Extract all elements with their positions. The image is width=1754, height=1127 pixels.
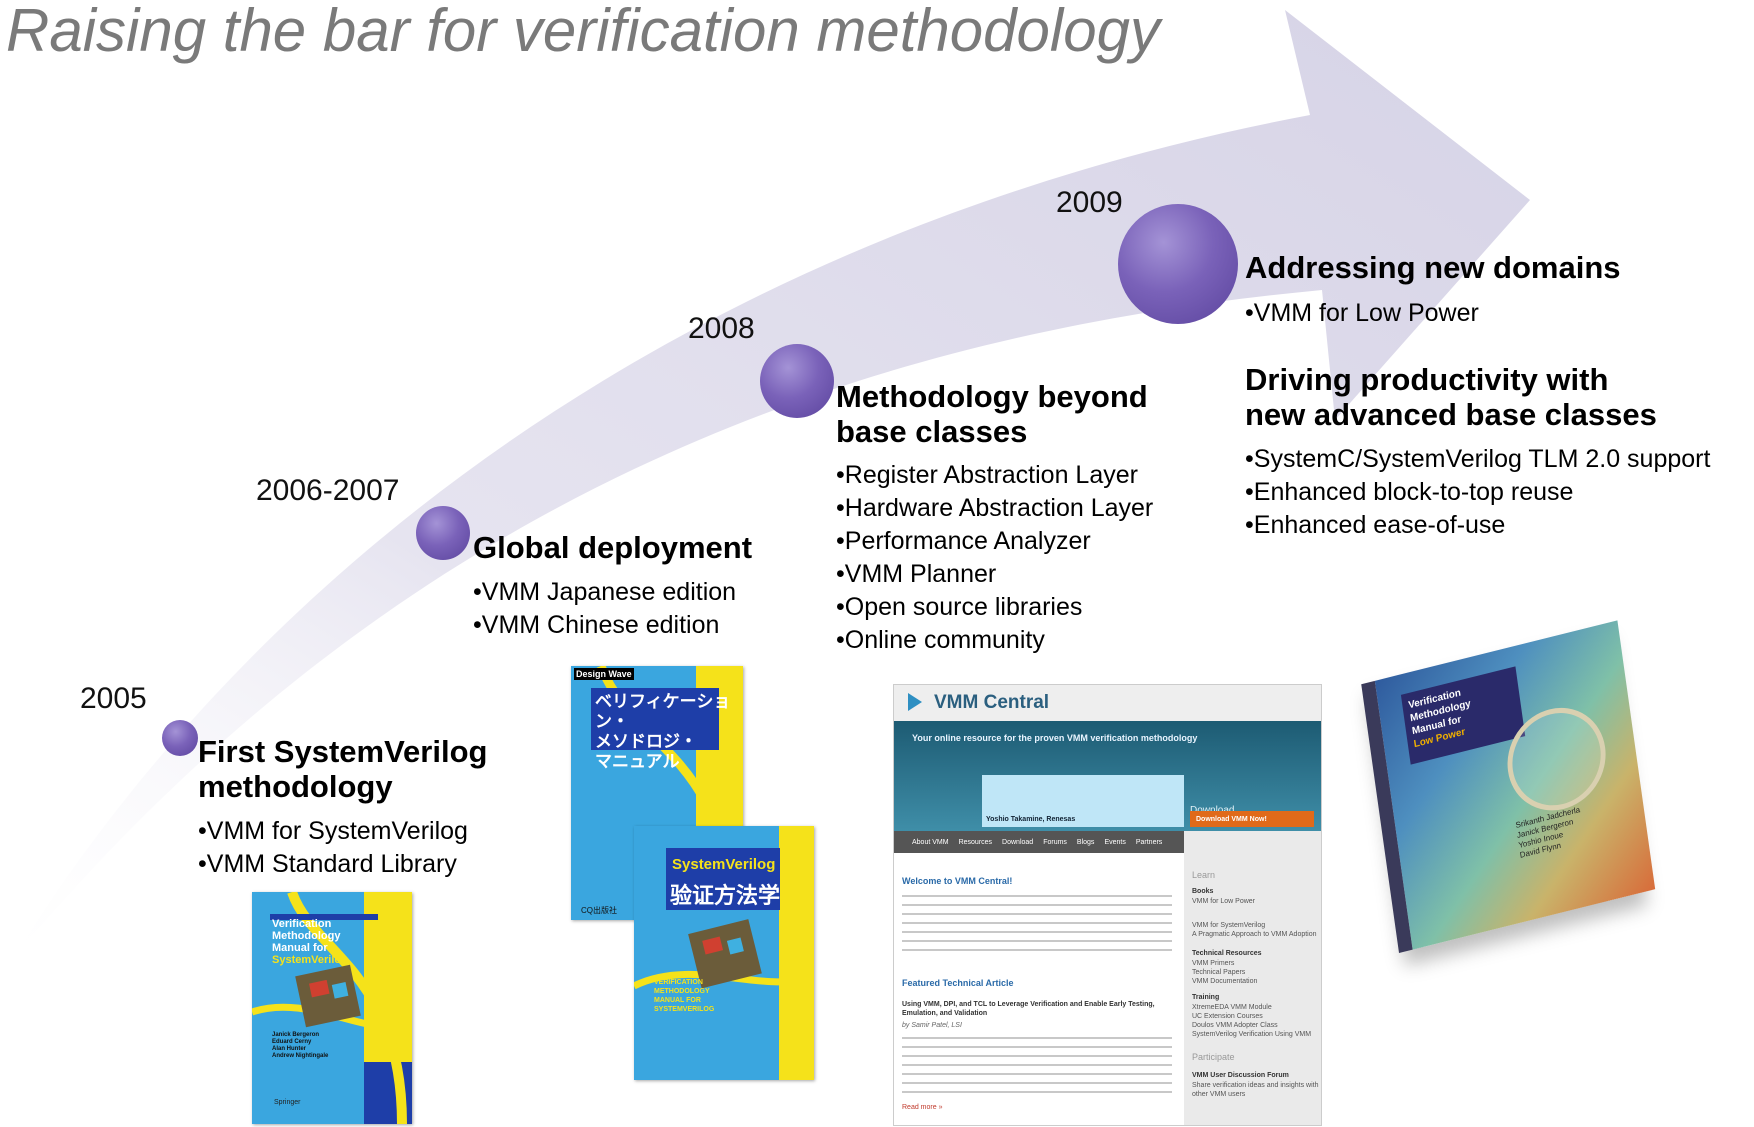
site-tagline: Your online resource for the proven VMM …: [912, 733, 1198, 743]
sidebar-link[interactable]: VMM Primers: [1192, 960, 1235, 967]
milestone-bullets-secondary: SystemC/SystemVerilog TLM 2.0 support En…: [1245, 443, 1711, 542]
milestone-dot-2005: [162, 720, 198, 756]
site-logo-bar: VMM Central: [894, 685, 1321, 721]
milestone-dot-2008: [760, 344, 834, 418]
bullet-item: Enhanced block-to-top reuse: [1245, 476, 1710, 509]
sidebar-link[interactable]: UC Extension Courses: [1192, 1013, 1263, 1020]
bullet-item: Enhanced ease-of-use: [1245, 509, 1710, 542]
sidebar-heading: Books: [1192, 888, 1214, 895]
year-label: 2008: [688, 312, 755, 345]
site-nav: About VMM Resources Download Forums Blog…: [894, 831, 1184, 853]
nav-item[interactable]: Events: [1104, 838, 1126, 846]
featured-heading: Featured Technical Article: [902, 978, 1014, 988]
bullet-item: VMM Chinese edition: [473, 609, 736, 642]
milestone-dot-2009: [1118, 204, 1238, 324]
article-title: Using VMM, DPI, and TCL to Leverage Veri…: [902, 1001, 1155, 1017]
read-more-link[interactable]: Read more »: [902, 1104, 943, 1111]
sidebar-link[interactable]: XtremeEDA VMM Module: [1192, 1004, 1272, 1011]
bullet-item: Register Abstraction Layer: [836, 459, 1153, 492]
sidebar-link: other VMM users: [1192, 1091, 1246, 1098]
site-sidebar: Learn Books VMM for Low Power VMM for Sy…: [1184, 831, 1321, 1125]
page-title: Raising the bar for verification methodo…: [6, 0, 1160, 64]
vmm-logo-icon: [908, 693, 922, 711]
nav-item[interactable]: Download: [1002, 838, 1034, 846]
year-label: 2006-2007: [256, 474, 400, 507]
sidebar-heading: Technical Resources: [1192, 950, 1262, 957]
nav-item[interactable]: Partners: [1135, 838, 1163, 846]
milestone-bullets: VMM for Low Power: [1245, 297, 1479, 330]
year-label: 2009: [1056, 186, 1123, 219]
book-title: ベリフィケーション・メソドロジ・マニュアル: [595, 692, 731, 771]
sidebar-link[interactable]: Doulos VMM Adopter Class: [1192, 1022, 1278, 1029]
bullet-item: Hardware Abstraction Layer: [836, 492, 1153, 525]
article-text-lines: [902, 1037, 1172, 1097]
sidebar-link: Share verification ideas and insights wi…: [1192, 1082, 1319, 1089]
vmm-central-website: VMM Central Your online resource for the…: [893, 684, 1322, 1126]
book-title-cn: 验证方法学: [670, 883, 781, 908]
nav-item[interactable]: Forums: [1043, 838, 1067, 846]
milestone-heading: Addressing new domains: [1245, 250, 1621, 285]
quote-author: Yoshio Takamine, Renesas: [986, 816, 1076, 823]
milestone-bullets: VMM for SystemVerilog VMM Standard Libra…: [198, 815, 468, 881]
sidebar-heading: Participate: [1192, 1052, 1235, 1062]
download-heading: Download: [1190, 805, 1234, 816]
nav-item[interactable]: Blogs: [1076, 838, 1095, 846]
sidebar-link[interactable]: VMM for SystemVerilog: [1192, 922, 1266, 929]
bullet-item: SystemC/SystemVerilog TLM 2.0 support: [1245, 443, 1711, 476]
bullet-item: Performance Analyzer: [836, 525, 1153, 558]
sidebar-link[interactable]: SystemVerilog Verification Using VMM: [1192, 1031, 1312, 1038]
sidebar-link[interactable]: VMM for Low Power: [1192, 898, 1256, 905]
cover-art: [252, 892, 412, 1124]
sidebar-link[interactable]: A Pragmatic Approach to VMM Adoption: [1192, 931, 1317, 938]
bullet-item: VMM Planner: [836, 558, 1153, 591]
year-label: 2005: [80, 682, 147, 715]
bullet-item: VMM Japanese edition: [473, 576, 736, 609]
publisher-label: CQ出版社: [581, 906, 617, 915]
bullet-item: Online community: [836, 624, 1153, 657]
sidebar-link[interactable]: Technical Papers: [1192, 969, 1246, 976]
bullet-item: VMM for SystemVerilog: [198, 815, 468, 848]
book-title-en: SystemVerilog: [672, 856, 776, 873]
milestone-bullets: Register Abstraction Layer Hardware Abst…: [836, 459, 1153, 657]
milestone-bullets: VMM Japanese edition VMM Chinese edition: [473, 576, 736, 642]
bullet-item: Open source libraries: [836, 591, 1153, 624]
download-button[interactable]: Download VMM Now!: [1190, 811, 1314, 827]
welcome-text-lines: [902, 895, 1172, 955]
milestone-heading: Global deployment: [473, 530, 753, 565]
bullet-item: VMM for Low Power: [1245, 297, 1479, 330]
nav-item[interactable]: Resources: [958, 838, 993, 846]
sidebar-heading: Training: [1192, 994, 1220, 1001]
site-logo: VMM Central: [934, 692, 1050, 713]
milestone-dot-2006-2007: [416, 506, 470, 560]
welcome-heading: Welcome to VMM Central!: [902, 876, 1013, 886]
sidebar-link[interactable]: VMM Documentation: [1192, 978, 1258, 985]
quote-box: Yoshio Takamine, Renesas: [982, 775, 1184, 827]
sidebar-heading: Learn: [1192, 870, 1216, 880]
bullet-item: VMM Standard Library: [198, 848, 468, 881]
nav-item[interactable]: About VMM: [912, 838, 949, 846]
publisher-label: Springer: [274, 1099, 301, 1106]
article-author: by Samir Patel, LSI: [902, 1022, 962, 1029]
sidebar-heading: VMM User Discussion Forum: [1192, 1072, 1289, 1079]
book-brand: Design Wave: [574, 668, 634, 680]
